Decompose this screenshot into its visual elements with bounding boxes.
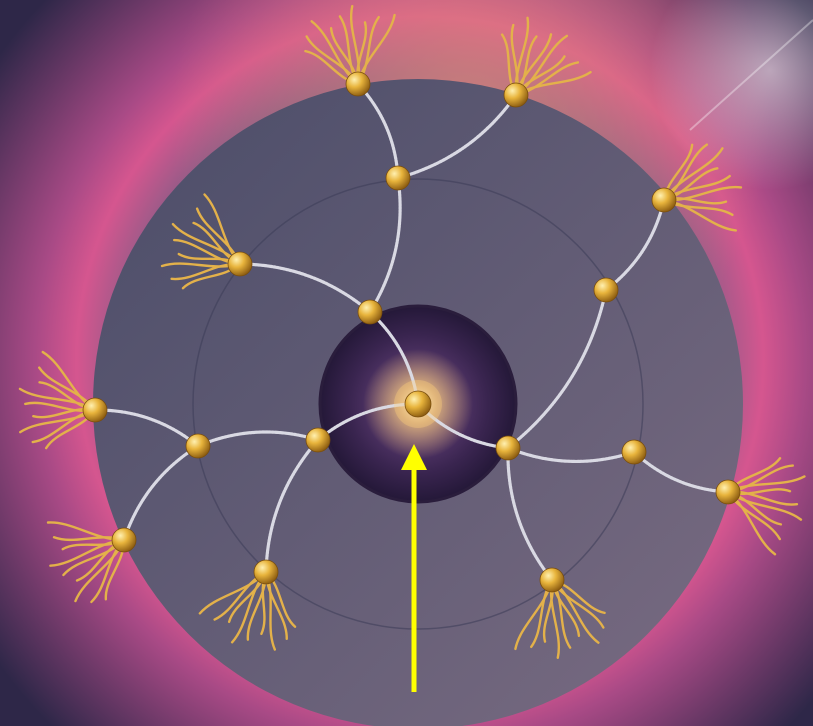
node-g2-right-upper [594, 278, 618, 302]
node-g2-left [186, 434, 210, 458]
node-g2-up [386, 166, 410, 190]
node-g1-left [306, 428, 330, 452]
node-t-upper-right [652, 188, 676, 212]
node-t-right [716, 480, 740, 504]
node-t-bottom-right [540, 568, 564, 592]
node-t-top-left [346, 72, 370, 96]
node-g2-right-lower [622, 440, 646, 464]
node-g1-up [358, 300, 382, 324]
node-t-top-right [504, 83, 528, 107]
node-t-left [83, 398, 107, 422]
node-t-bottom [254, 560, 278, 584]
node-t-bottom-left [112, 528, 136, 552]
node-g1-right [496, 436, 520, 460]
node-core [405, 391, 431, 417]
node-t-upper-left [228, 252, 252, 276]
